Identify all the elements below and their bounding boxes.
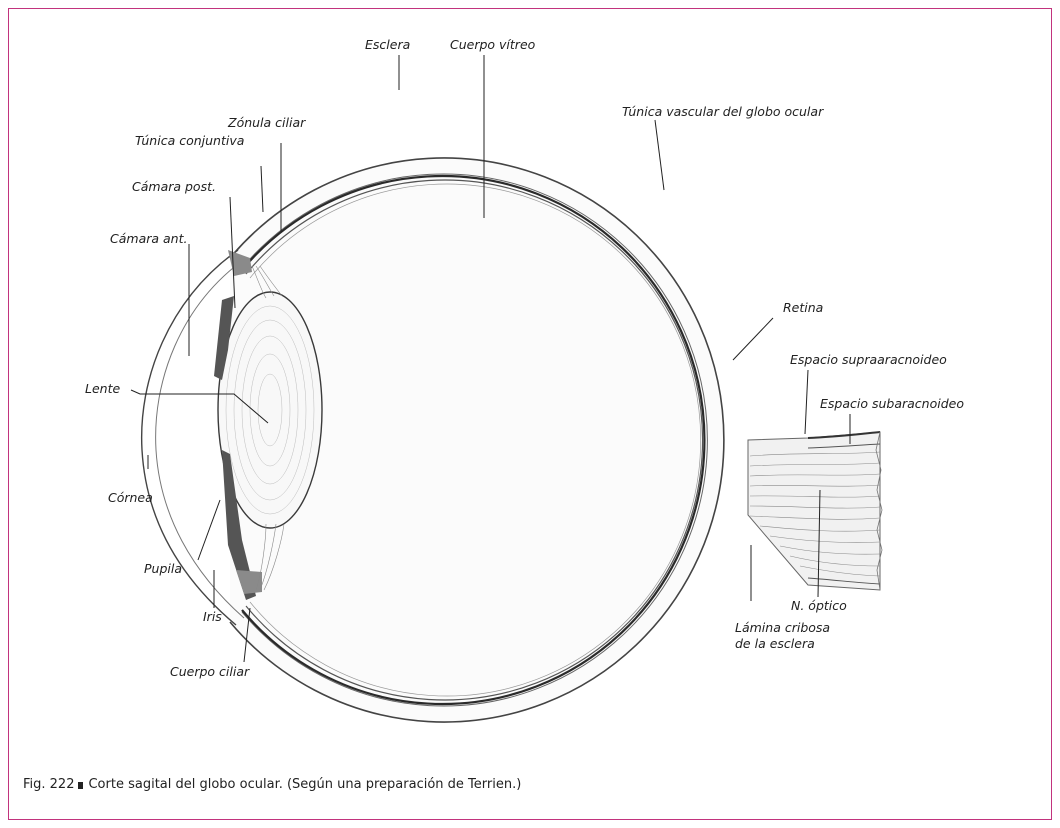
figure-caption: Fig. 222 Corte sagital del globo ocular. … (23, 777, 521, 792)
label-camara-ant: Cámara ant. (110, 231, 187, 247)
label-espacio-subaracnoideo: Espacio subaracnoideo (820, 396, 964, 412)
label-tunica-conjuntiva: Túnica conjuntiva (135, 133, 244, 149)
label-tunica-vascular: Túnica vascular del globo ocular (622, 104, 823, 120)
optic-nerve (748, 432, 882, 590)
label-iris: Iris (203, 609, 222, 625)
caption-figure-number: Fig. 222 (23, 777, 74, 792)
label-cuerpo-vitreo: Cuerpo vítreo (450, 37, 535, 53)
label-lamina-cribosa-line2: de la esclera (735, 636, 815, 651)
label-cornea: Córnea (108, 490, 153, 506)
label-esclera: Esclera (365, 37, 410, 53)
label-espacio-supraaracnoideo: Espacio supraaracnoideo (790, 352, 947, 368)
caption-text: Corte sagital del globo ocular. (Según u… (88, 777, 521, 792)
caption-bullet-square-icon (78, 782, 83, 789)
label-lamina-cribosa: Lámina cribosa de la esclera (735, 620, 830, 651)
label-lente: Lente (85, 381, 120, 397)
label-zonula-ciliar: Zónula ciliar (228, 115, 305, 131)
label-n-optico: N. óptico (791, 598, 847, 614)
label-camara-post: Cámara post. (132, 179, 216, 195)
label-retina: Retina (783, 300, 823, 316)
label-pupila: Pupila (144, 561, 182, 577)
label-cuerpo-ciliar: Cuerpo ciliar (170, 664, 249, 680)
label-lamina-cribosa-line1: Lámina cribosa (735, 620, 830, 635)
